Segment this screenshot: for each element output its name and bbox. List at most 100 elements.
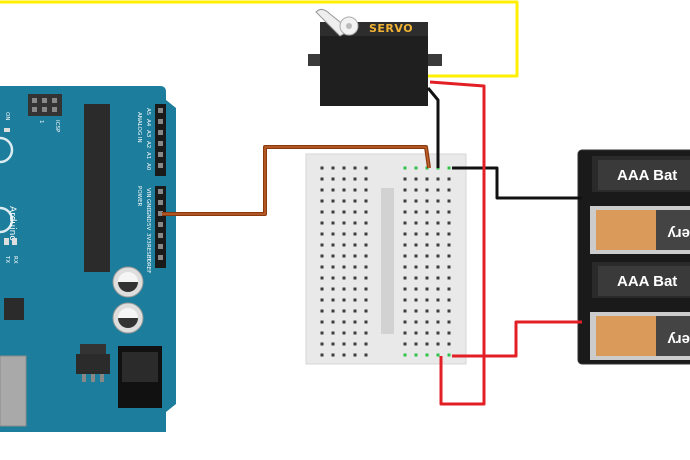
breadboard-hole (342, 309, 346, 313)
wire-brown-inner (162, 146, 430, 215)
breadboard-hole (320, 331, 324, 335)
breadboard-hole (425, 298, 429, 302)
battery-cell-4: ery (590, 312, 690, 360)
breadboard-hole (414, 265, 418, 269)
breadboard-hole (342, 342, 346, 346)
breadboard-hole (364, 309, 368, 313)
breadboard-hole (414, 188, 418, 192)
breadboard-hole (353, 254, 357, 258)
breadboard-hole (414, 221, 418, 225)
breadboard-hole (353, 221, 357, 225)
breadboard-hole (447, 166, 451, 170)
breadboard-hole (403, 177, 407, 181)
breadboard-hole (364, 320, 368, 324)
breadboard-hole (436, 232, 440, 236)
power-pin-5v: 5V (145, 223, 151, 230)
breadboard-hole (447, 342, 451, 346)
breadboard-hole (353, 188, 357, 192)
breadboard-hole (403, 221, 407, 225)
breadboard-hole (414, 243, 418, 247)
analog-pins (158, 108, 163, 168)
breadboard-hole (331, 177, 335, 181)
analog-pin-a5: A5 (145, 108, 151, 116)
on-led (4, 128, 10, 132)
arduino-board: ICSP 1 ON Arduino TX RX (0, 86, 176, 432)
breadboard-hole (414, 199, 418, 203)
breadboard-hole (320, 276, 324, 280)
breadboard-hole (425, 177, 429, 181)
breadboard-hole (342, 166, 346, 170)
breadboard-hole (403, 342, 407, 346)
breadboard-hole (342, 276, 346, 280)
breadboard-hole (425, 353, 429, 357)
breadboard-hole (320, 232, 324, 236)
breadboard-hole (447, 353, 451, 357)
breadboard-hole (364, 254, 368, 258)
arduino-brand: Arduino (7, 206, 17, 241)
breadboard-hole (320, 265, 324, 269)
servo-body-shade (320, 36, 428, 106)
breadboard-hole (364, 210, 368, 214)
battery-pack: AAA Bat ery AAA Bat ery (577, 149, 690, 365)
breadboard-hole (403, 298, 407, 302)
power-pin-vin: VIN (145, 188, 151, 198)
breadboard-hole (342, 243, 346, 247)
breadboard-hole (320, 309, 324, 313)
microcontroller-chip (84, 104, 110, 272)
power-pin-3v3: 3V3 (145, 233, 151, 244)
icsp-header (28, 94, 62, 116)
breadboard-hole (320, 353, 324, 357)
breadboard-hole (425, 265, 429, 269)
breadboard-hole (436, 188, 440, 192)
servo-motor: SERVO (308, 8, 442, 106)
breadboard-hole (403, 166, 407, 170)
breadboard-hole (353, 265, 357, 269)
breadboard-hole (320, 177, 324, 181)
breadboard-hole (425, 232, 429, 236)
breadboard-hole (353, 331, 357, 335)
breadboard-hole (364, 232, 368, 236)
breadboard-hole (331, 287, 335, 291)
breadboard-hole (436, 298, 440, 302)
tx-label: TX (4, 255, 10, 263)
breadboard-hole (331, 320, 335, 324)
breadboard-hole (331, 265, 335, 269)
breadboard-center-channel (381, 188, 394, 334)
tx-led (4, 238, 9, 245)
breadboard-hole (331, 276, 335, 280)
breadboard-hole (403, 188, 407, 192)
breadboard-hole (447, 232, 451, 236)
breadboard-hole (331, 342, 335, 346)
breadboard-hole (425, 243, 429, 247)
breadboard-hole (414, 232, 418, 236)
breadboard-hole (425, 254, 429, 258)
breadboard-hole (342, 353, 346, 357)
breadboard-hole (353, 309, 357, 313)
breadboard-hole (447, 210, 451, 214)
breadboard-hole (447, 320, 451, 324)
breadboard-hole (320, 254, 324, 258)
breadboard-hole (425, 221, 429, 225)
servo-label: SERVO (369, 22, 413, 35)
breadboard-hole (320, 243, 324, 247)
breadboard-hole (403, 199, 407, 203)
breadboard-hole (331, 254, 335, 258)
breadboard-hole (342, 298, 346, 302)
breadboard-hole (436, 221, 440, 225)
breadboard-hole (414, 276, 418, 280)
breadboard-hole (320, 188, 324, 192)
breadboard-hole (414, 298, 418, 302)
breadboard-hole (320, 221, 324, 225)
breadboard-hole (414, 342, 418, 346)
breadboard-hole (403, 320, 407, 324)
analog-pin-a0: A0 (145, 163, 151, 171)
breadboard-hole (342, 320, 346, 324)
breadboard-hole (364, 188, 368, 192)
wire-black-battery (452, 166, 582, 200)
power-pin-reset: RESET (145, 244, 151, 262)
breadboard-hole (342, 265, 346, 269)
breadboard-hole (403, 287, 407, 291)
wire-yellow (0, 0, 519, 78)
breadboard-hole (447, 309, 451, 313)
